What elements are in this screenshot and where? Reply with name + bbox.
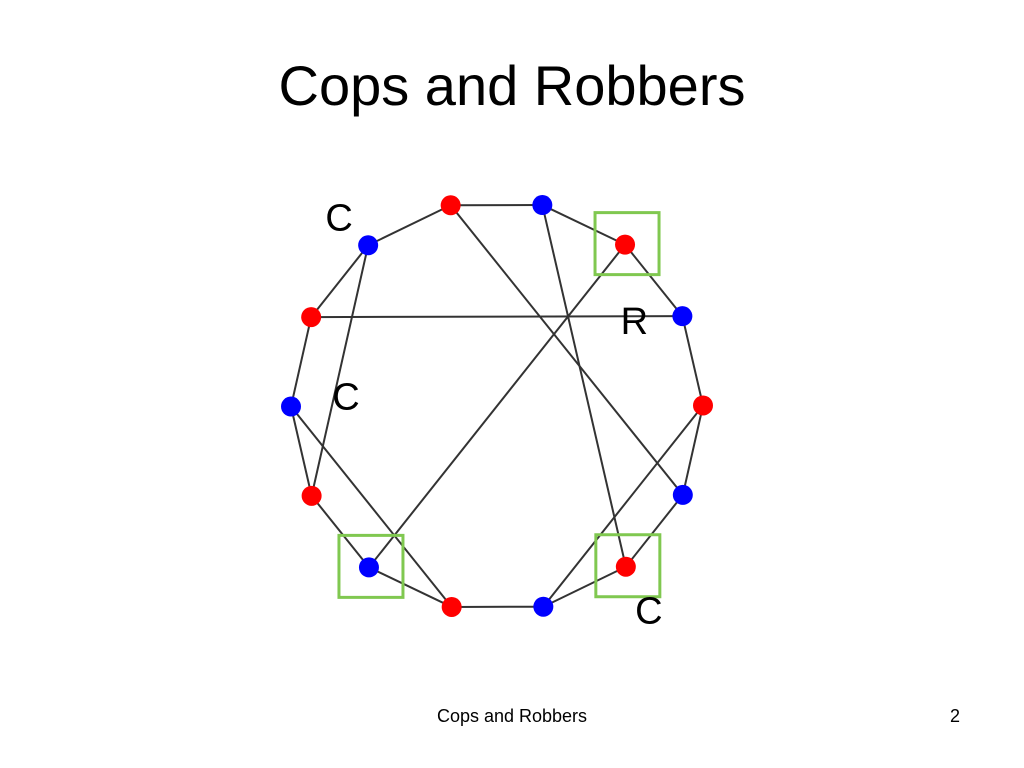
red-vertex-0 xyxy=(440,195,461,216)
chord-edge-2-11 xyxy=(311,315,683,319)
highlight-box-vertex-12 xyxy=(593,211,661,277)
cycle-edge-2-3 xyxy=(290,316,313,407)
highlight-boxes-layer xyxy=(337,211,662,599)
chord-edge-3-6 xyxy=(290,405,453,608)
red-vertex-4 xyxy=(301,485,322,506)
red-vertex-10 xyxy=(692,395,713,416)
cop-label-0: C xyxy=(325,197,352,239)
chord-edge-7-10 xyxy=(542,404,704,608)
robber-label-2: R xyxy=(621,301,648,343)
red-vertex-12 xyxy=(615,234,636,255)
cycle-edge-3-4 xyxy=(290,406,313,497)
chord-edge-1-4 xyxy=(310,245,370,497)
red-vertex-8 xyxy=(615,556,636,577)
cycle-edge-7-8 xyxy=(542,565,627,608)
labels-layer: C C R C xyxy=(325,197,662,632)
slide-title: Cops and Robbers xyxy=(278,54,746,117)
chord-edge-8-13 xyxy=(541,204,627,567)
blue-vertex-7 xyxy=(533,596,554,617)
cop-label-3: C xyxy=(635,591,662,633)
blue-vertex-5 xyxy=(358,557,379,578)
blue-vertex-9 xyxy=(672,484,693,505)
chord-edge-5-12 xyxy=(368,244,626,568)
cycle-edge-10-11 xyxy=(681,315,704,406)
highlight-box-vertex-5 xyxy=(337,533,405,599)
red-vertex-6 xyxy=(441,596,462,617)
highlight-box-vertex-8 xyxy=(594,533,662,599)
blue-vertex-11 xyxy=(672,306,693,327)
cycle-edge-1-2 xyxy=(310,244,369,318)
page-number: 2 xyxy=(949,706,960,726)
cycle-edge-0-1 xyxy=(367,204,452,247)
cycle-edge-9-10 xyxy=(681,405,704,496)
red-vertex-2 xyxy=(301,307,322,328)
blue-vertex-3 xyxy=(281,396,302,417)
cycle-edge-4-5 xyxy=(310,495,370,569)
chord-edge-0-9 xyxy=(449,204,684,496)
vertices-layer xyxy=(281,195,713,617)
edges-layer xyxy=(290,204,704,608)
cycle-edge-5-6 xyxy=(368,566,453,608)
cycle-edge-12-13 xyxy=(541,204,626,246)
blue-vertex-1 xyxy=(358,235,379,256)
footer-title: Cops and Robbers xyxy=(436,706,588,726)
blue-vertex-13 xyxy=(532,195,553,216)
cop-label-1: C xyxy=(332,377,359,419)
cycle-edge-11-12 xyxy=(624,243,684,317)
cycle-edge-8-9 xyxy=(625,494,684,568)
